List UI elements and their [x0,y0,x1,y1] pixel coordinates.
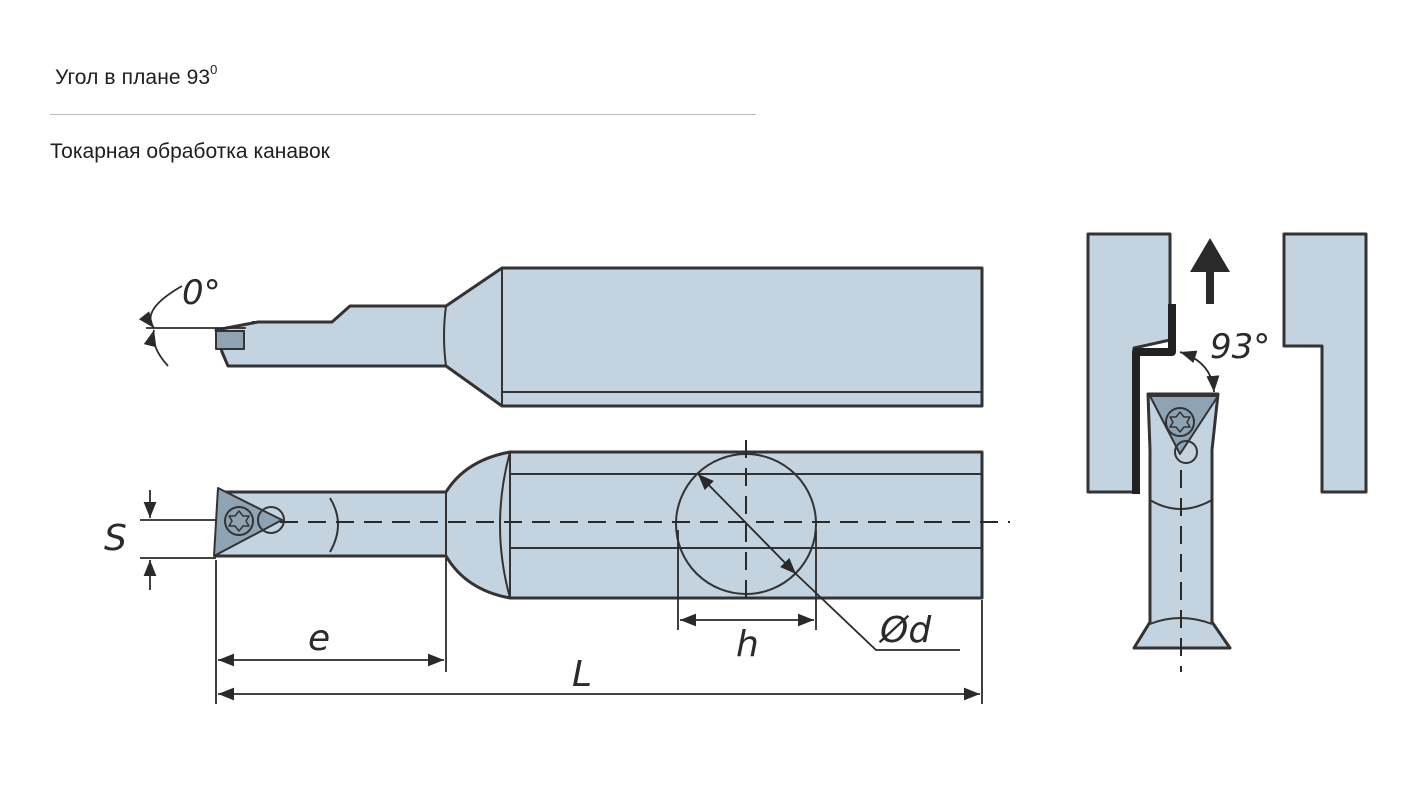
page-title-text: Угол в плане 93 [55,66,211,89]
workpiece-right [1282,232,1368,494]
page-subtitle: Токарная обработка канавок [50,140,330,163]
side-view-body [214,266,984,408]
dim-l-label: L [572,654,592,695]
angle-plan-label: 93° [1210,327,1270,367]
vertical-tool-body [1132,392,1232,650]
page-title-degree: 0 [210,62,218,77]
angle-93-arc [1179,350,1220,393]
center-lines [280,440,1010,600]
dimension-lines [140,473,983,704]
title-divider [50,114,756,115]
feed-direction-arrow [1190,238,1230,304]
workpiece [1086,232,1368,494]
angle-zero-marker [138,285,246,367]
groove-profile [1132,304,1176,494]
workpiece-left [1086,232,1172,494]
dim-d-label: Ød [878,610,932,651]
dim-s-label: S [104,518,127,559]
angle-top-label: 0° [182,273,221,313]
side-view [214,266,984,408]
side-view-insert [215,330,245,350]
vertical-tool [1132,392,1232,650]
page-title: Угол в плане 930 [55,62,218,90]
dim-e-label: e [308,618,330,659]
plan-view [213,450,984,600]
dim-h-label: h [736,624,759,665]
insert-screw [224,506,254,536]
